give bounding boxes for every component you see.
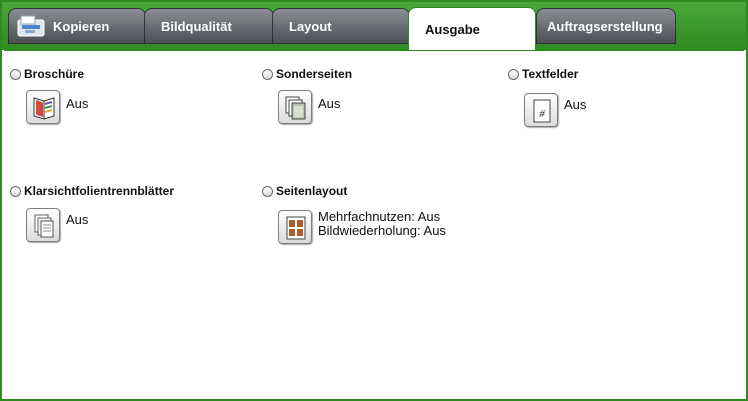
tab-label: Layout xyxy=(289,18,332,34)
seitenlayout-status-multiup: Mehrfachnutzen: Aus xyxy=(318,209,441,224)
tab-label: Bildqualität xyxy=(161,18,232,34)
transparency-separators-icon xyxy=(34,214,54,238)
broschuere-status: Aus xyxy=(66,96,89,111)
booklet-icon xyxy=(33,97,55,120)
seitenlayout-button[interactable] xyxy=(278,210,312,244)
broschuere-label: Broschüre xyxy=(24,67,85,81)
feature-title: Broschüre xyxy=(10,66,240,82)
feature-klarsicht: Klarsichtfolientrennblätter Aus xyxy=(10,183,250,263)
sonderseiten-status: Aus xyxy=(318,96,341,111)
seitenlayout-status-repeat: Bildwiederholung: Aus xyxy=(318,223,446,238)
tab-label: Auftragserstellung xyxy=(547,18,663,34)
special-pages-icon xyxy=(285,96,306,120)
tab-bildqualitaet[interactable]: Bildqualität xyxy=(144,8,274,44)
sonderseiten-radio[interactable] xyxy=(262,68,273,80)
feature-title: Textfelder xyxy=(508,66,738,82)
page-layout-icon xyxy=(286,216,306,240)
klarsicht-label: Klarsichtfolientrennblätter xyxy=(24,184,175,198)
sonderseiten-label: Sonderseiten xyxy=(276,67,353,81)
feature-title: Sonderseiten xyxy=(262,66,492,82)
sonderseiten-button[interactable] xyxy=(278,90,312,124)
textfelder-radio[interactable] xyxy=(508,68,519,80)
feature-broschuere: Broschüre Aus xyxy=(10,66,240,146)
seitenlayout-radio[interactable] xyxy=(262,185,273,197)
tab-ausgabe[interactable]: Ausgabe xyxy=(408,7,536,51)
textfelder-label: Textfelder xyxy=(522,67,579,81)
tab-label: Ausgabe xyxy=(425,22,480,37)
klarsicht-status: Aus xyxy=(66,212,89,227)
textfelder-status: Aus xyxy=(564,97,587,112)
feature-textfelder: Textfelder # Aus xyxy=(508,66,738,146)
output-panel: Broschüre Aus Sonderseiten xyxy=(4,50,744,398)
svg-text:#: # xyxy=(539,108,545,120)
tab-kopieren[interactable]: Kopieren xyxy=(8,8,146,44)
annotation-icon: # xyxy=(533,99,551,123)
feature-title: Klarsichtfolientrennblätter xyxy=(10,183,250,199)
tab-layout[interactable]: Layout xyxy=(272,8,410,44)
feature-sonderseiten: Sonderseiten Aus xyxy=(262,66,492,146)
tab-bar: Kopieren Bildqualität Layout Ausgabe Auf… xyxy=(2,2,746,51)
copy-icon xyxy=(17,15,45,37)
seitenlayout-label: Seitenlayout xyxy=(276,184,348,198)
klarsicht-button[interactable] xyxy=(26,208,60,242)
feature-seitenlayout: Seitenlayout Mehrfachnutzen: Aus Bildwie… xyxy=(262,183,562,263)
tab-label: Kopieren xyxy=(53,18,110,34)
klarsicht-radio[interactable] xyxy=(10,185,21,197)
broschuere-radio[interactable] xyxy=(10,68,21,80)
broschuere-button[interactable] xyxy=(26,90,60,124)
feature-title: Seitenlayout xyxy=(262,183,562,199)
tab-auftragserstellung[interactable]: Auftragserstellung xyxy=(536,8,676,44)
textfelder-button[interactable]: # xyxy=(524,93,558,127)
